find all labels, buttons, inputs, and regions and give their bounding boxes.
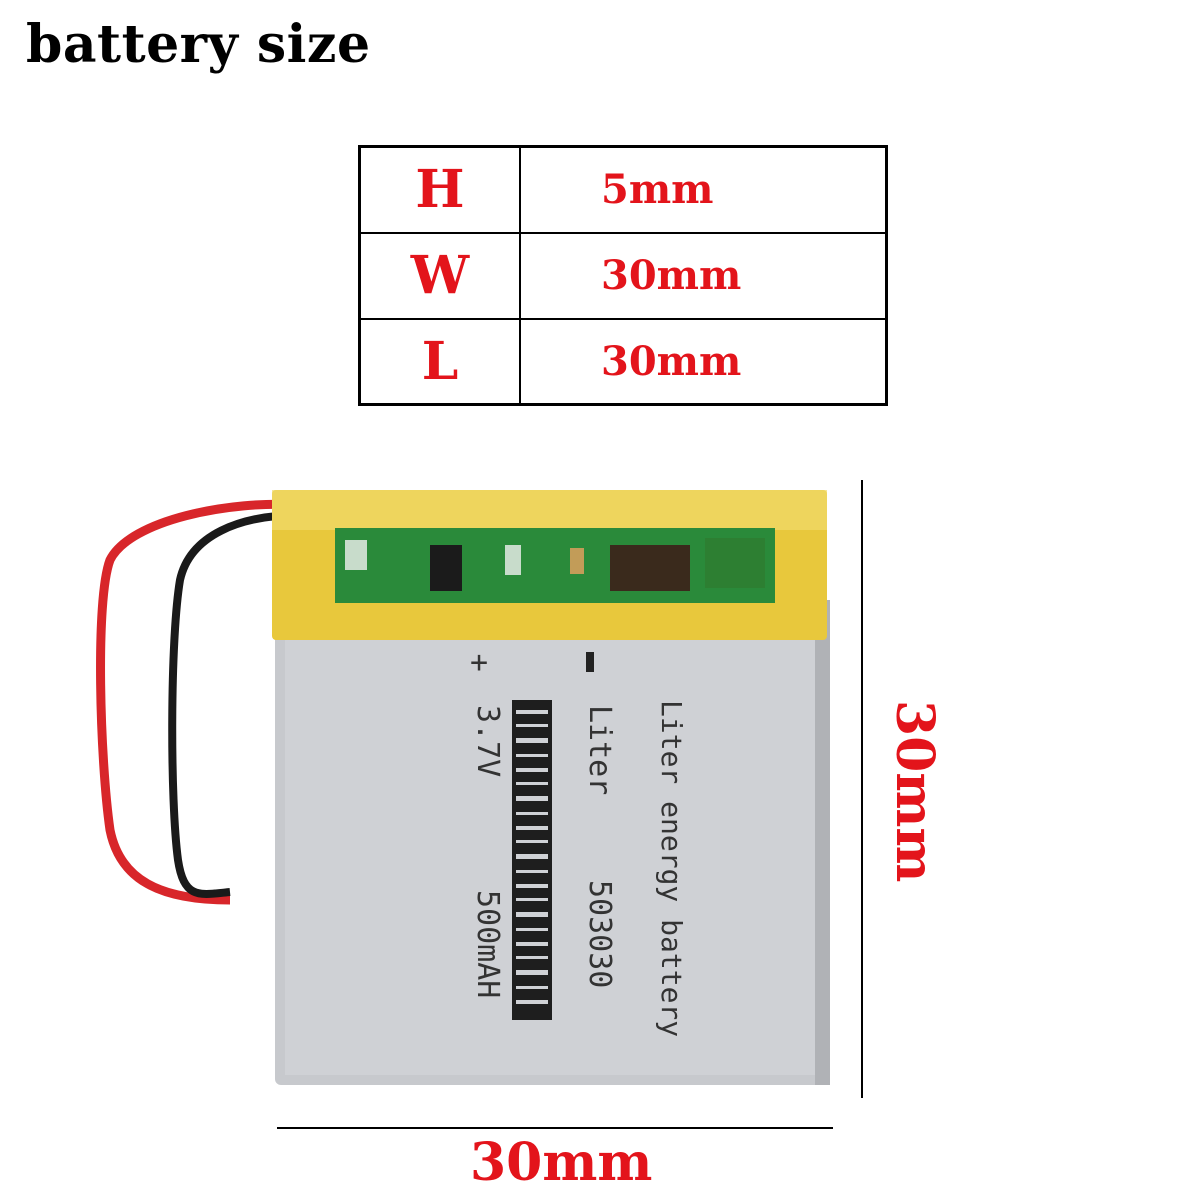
barcode (512, 700, 552, 1020)
capacity-text-group: 500mAH (470, 890, 505, 998)
table-row: H 5mm (358, 145, 888, 234)
red-wire (96, 499, 301, 905)
dimension-value: 30mm (519, 231, 888, 320)
capacity-text: 500mAH (470, 890, 505, 998)
brand-text-group: Liter (582, 705, 617, 795)
pcb-pad (705, 538, 765, 588)
page-title: battery size (26, 14, 371, 75)
voltage-text-group: 3.7V (470, 705, 505, 777)
model-text: 503030 (582, 880, 617, 988)
tape-highlight (272, 490, 827, 530)
table-row: W 30mm (358, 231, 888, 320)
dimension-key: L (358, 317, 521, 406)
dimension-value: 5mm (519, 145, 888, 234)
dimensions-table: H 5mm W 30mm L 30mm (358, 145, 888, 406)
brand-text: Liter (582, 705, 617, 795)
table-row: L 30mm (358, 317, 888, 406)
height-label: 30mm (884, 700, 945, 883)
energy-text-group: Liter energy battery (655, 700, 688, 1037)
pcb-component (345, 540, 367, 570)
pcb-component (570, 548, 584, 574)
pcb-chip (430, 545, 462, 591)
energy-text: Liter energy battery (655, 700, 688, 1037)
pcb-component (505, 545, 521, 575)
height-dimension-line (861, 480, 863, 1098)
model-text-group: 503030 (582, 880, 617, 988)
width-label: 30mm (470, 1132, 653, 1193)
dimension-value: 30mm (519, 317, 888, 406)
voltage-text: 3.7V (470, 705, 505, 777)
height-label-wrap: 30mm (884, 700, 1005, 900)
dimension-key: W (358, 231, 521, 320)
pcb-board (335, 528, 775, 603)
dimension-key: H (358, 145, 521, 234)
minus-sign (586, 652, 594, 672)
black-wire (168, 511, 301, 898)
plus-sign: + (470, 645, 488, 680)
width-dimension-line (277, 1127, 833, 1129)
battery-cell-edge (815, 600, 830, 1085)
pcb-ic (610, 545, 690, 591)
